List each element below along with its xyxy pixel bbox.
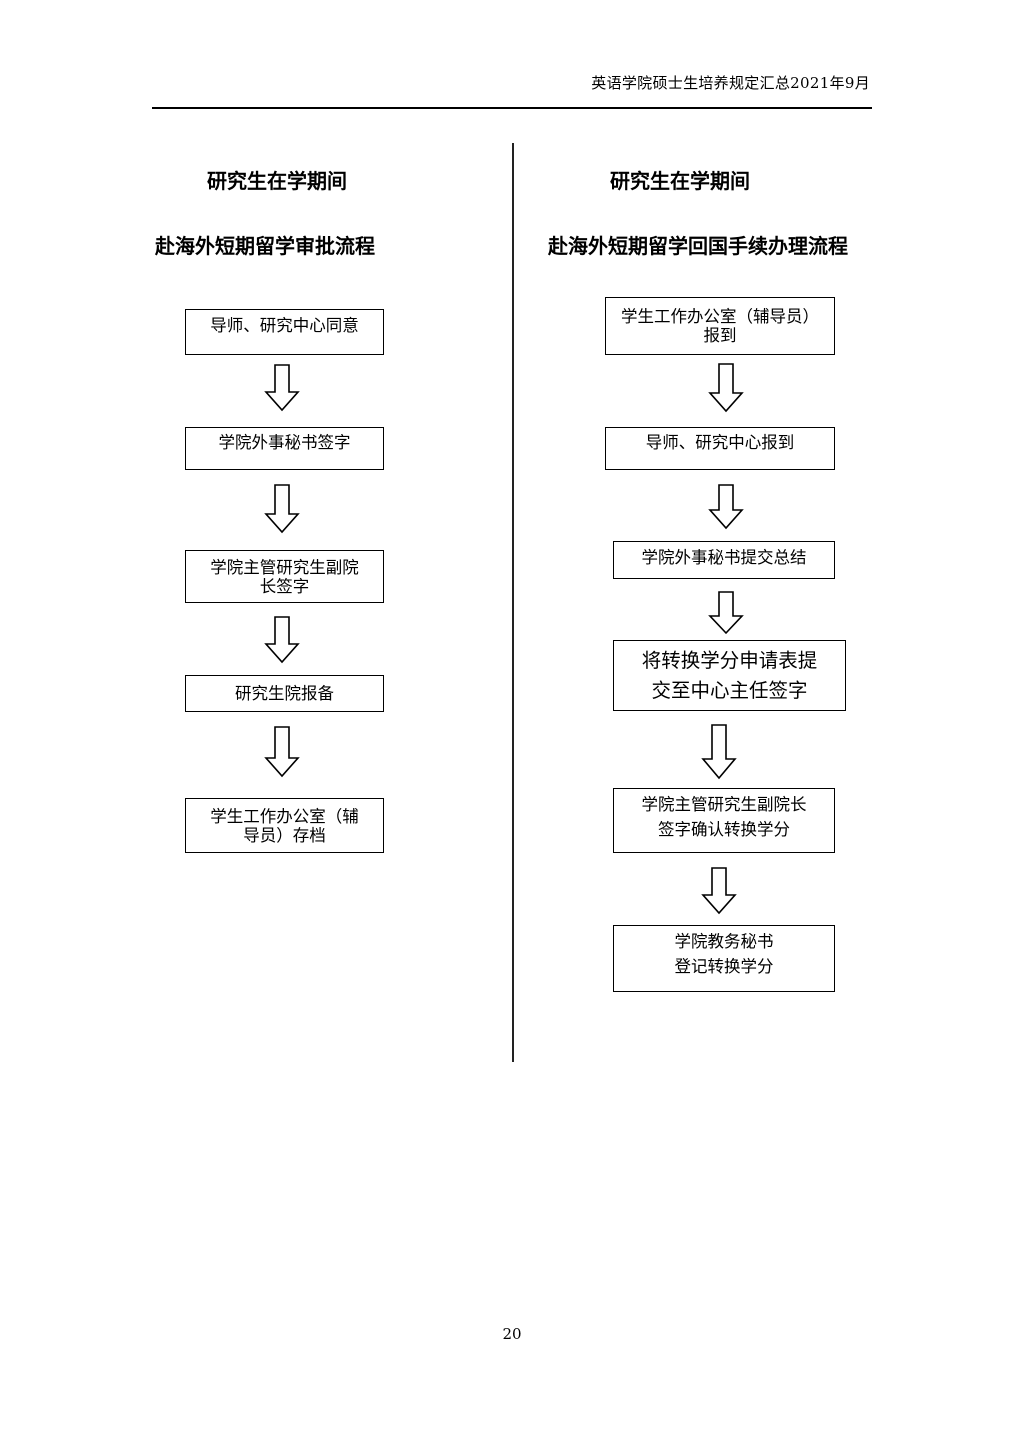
left-title-line1: 研究生在学期间 <box>207 169 347 193</box>
right-step-6: 学院教务秘书 登记转换学分 <box>613 925 835 992</box>
left-title-line2: 赴海外短期留学审批流程 <box>155 234 375 258</box>
page-number: 20 <box>502 1325 522 1343</box>
left-step-3-text: 学院主管研究生副院 长签字 <box>210 557 359 596</box>
left-step-2-text: 学院外事秘书签字 <box>218 433 351 452</box>
left-step-1: 导师、研究中心同意 <box>185 309 384 355</box>
left-step-5-text: 学生工作办公室（辅 导员）存档 <box>210 806 359 845</box>
right-step-3-text: 学院外事秘书提交总结 <box>641 548 807 567</box>
document-header: 英语学院硕士生培养规定汇总2021年9月 <box>591 74 870 92</box>
left-step-2: 学院外事秘书签字 <box>185 427 384 470</box>
down-arrow-icon <box>708 591 744 635</box>
right-title-line1: 研究生在学期间 <box>610 169 750 193</box>
down-arrow-icon <box>701 724 737 780</box>
right-step-6-text: 学院教务秘书 登记转换学分 <box>674 932 774 976</box>
left-step-3: 学院主管研究生副院 长签字 <box>185 550 384 603</box>
right-step-4-text: 将转换学分申请表提 交至中心主任签字 <box>641 648 818 702</box>
right-step-1-text: 学生工作办公室（辅导员） 报到 <box>621 307 819 345</box>
down-arrow-icon <box>701 867 737 915</box>
right-step-2: 导师、研究中心报到 <box>605 427 835 470</box>
down-arrow-icon <box>708 484 744 530</box>
right-step-2-text: 导师、研究中心报到 <box>645 433 795 452</box>
right-step-4: 将转换学分申请表提 交至中心主任签字 <box>613 640 846 711</box>
down-arrow-icon <box>264 616 300 664</box>
right-title-line2: 赴海外短期留学回国手续办理流程 <box>548 234 848 258</box>
down-arrow-icon <box>264 726 300 778</box>
right-step-5-text: 学院主管研究生副院长 签字确认转换学分 <box>641 795 807 839</box>
column-divider <box>512 143 514 1062</box>
left-step-1-text: 导师、研究中心同意 <box>210 316 359 335</box>
header-rule <box>152 107 872 109</box>
down-arrow-icon <box>708 363 744 413</box>
down-arrow-icon <box>264 364 300 412</box>
left-step-4-text: 研究生院报备 <box>235 684 334 703</box>
right-step-1: 学生工作办公室（辅导员） 报到 <box>605 297 835 355</box>
left-step-5: 学生工作办公室（辅 导员）存档 <box>185 798 384 853</box>
right-step-3: 学院外事秘书提交总结 <box>613 541 835 579</box>
left-step-4: 研究生院报备 <box>185 675 384 712</box>
right-step-5: 学院主管研究生副院长 签字确认转换学分 <box>613 788 835 853</box>
down-arrow-icon <box>264 484 300 534</box>
